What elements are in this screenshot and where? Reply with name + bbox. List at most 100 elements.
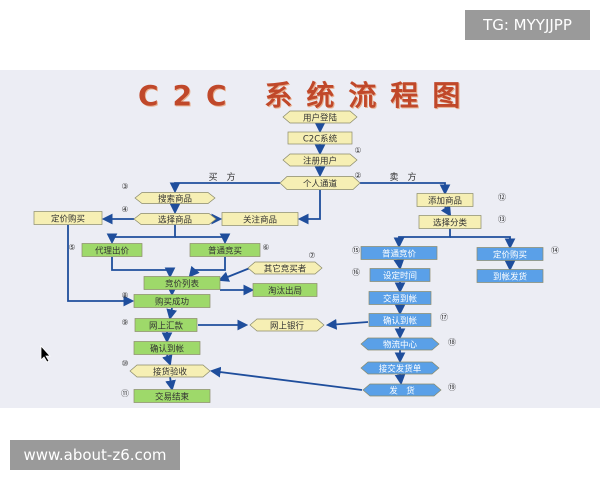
flow-arrow — [450, 236, 516, 250]
flow-arrow — [394, 373, 406, 386]
flow-arrow — [297, 190, 321, 225]
flow-arrow — [325, 318, 369, 330]
diagram-title: C2C 系统流程图 — [138, 79, 475, 112]
flow-arrow — [111, 257, 176, 279]
node-proxy-bid: 代理出价 — [81, 243, 143, 257]
flow-arrow — [393, 258, 405, 271]
node-label: 确认到帐 — [150, 343, 185, 354]
step-marker: ⑭ — [551, 246, 559, 255]
node-label: 关注商品 — [243, 214, 277, 225]
flow-arrow — [162, 354, 173, 367]
step-marker: ⑲ — [448, 383, 456, 392]
node-fixed-buy-left: 定价购买 — [33, 211, 103, 225]
node-fixed-buy-right: 定价购买 — [476, 247, 544, 261]
step-marker: ③ — [121, 182, 128, 191]
flow-arrow — [360, 182, 451, 196]
step-marker: ⑦ — [308, 251, 315, 260]
flow-arrow — [393, 229, 451, 249]
step-marker: ⑱ — [448, 338, 456, 347]
node-label: 网上银行 — [270, 320, 305, 331]
node-label: 其它竞买者 — [264, 263, 307, 274]
tg-watermark: TG: MYYJJPP — [465, 10, 590, 40]
node-label: 到帐发货 — [493, 271, 528, 282]
node-confirm-arrival: 确认到帐 — [368, 313, 432, 327]
node-label: 交易结束 — [155, 391, 190, 402]
step-marker: ① — [354, 146, 361, 155]
flow-arrow — [67, 225, 135, 307]
step-marker: ② — [354, 171, 361, 180]
node-logistics: 物流中心 — [360, 337, 440, 351]
mouse-cursor-icon — [40, 345, 51, 363]
step-marker: ⑧ — [121, 291, 128, 300]
flow-arrow — [440, 204, 452, 217]
node-label: 选择分类 — [433, 217, 468, 228]
node-label: 选择商品 — [158, 214, 192, 225]
node-search: 搜索商品 — [134, 192, 216, 204]
node-label: 定价购买 — [493, 249, 527, 260]
step-marker: ⑩ — [121, 359, 128, 368]
flow-arrow — [188, 257, 226, 278]
node-online-bank: 网上银行 — [249, 318, 325, 332]
node-label: 注册用户 — [303, 155, 337, 166]
flow-arrow — [166, 307, 177, 321]
step-marker: ⑬ — [498, 215, 506, 224]
node-deal-end: 交易结束 — [133, 389, 211, 403]
step-marker: ④ — [121, 205, 128, 214]
node-label: 淘汰出局 — [268, 285, 302, 296]
step-marker: ⑪ — [121, 389, 129, 398]
node-deliver-goods: 接交发货单 — [360, 361, 440, 375]
node-label: 购买成功 — [155, 296, 189, 307]
node-label: 普通竞价 — [382, 248, 417, 259]
node-online-remit: 网上汇款 — [134, 318, 198, 332]
node-label: 搜索商品 — [158, 193, 192, 204]
node-choose: 选择商品 — [133, 213, 217, 225]
node-label: 交易到帐 — [383, 293, 418, 304]
flow-arrow — [217, 267, 251, 282]
node-label: 发 货 — [389, 385, 415, 396]
diagram-background — [0, 70, 600, 408]
step-marker: ⑫ — [498, 193, 506, 202]
step-marker: ⑰ — [440, 313, 448, 322]
node-normal-bid: 普通竞买 — [189, 243, 261, 257]
step-marker: ⑥ — [262, 243, 269, 252]
node-label: 物流中心 — [383, 339, 418, 350]
node-label: 定价购买 — [51, 213, 85, 224]
flow-arrows — [67, 122, 516, 392]
node-other-bidders: 其它竞买者 — [247, 261, 323, 275]
node-set-time: 设定时间 — [369, 268, 431, 282]
flow-arrow — [169, 182, 280, 194]
node-buy-success: 购买成功 — [133, 294, 211, 308]
node-login: 用户登陆 — [282, 110, 358, 124]
node-ship-right: 到帐发货 — [476, 269, 544, 283]
node-choose-category: 选择分类 — [418, 215, 482, 229]
node-label: 用户登陆 — [303, 112, 338, 123]
node-label: 网上汇款 — [149, 320, 184, 331]
flow-arrow — [106, 225, 176, 245]
node-label: 接交发货单 — [379, 363, 422, 374]
node-personal: 个人通道 — [279, 176, 361, 190]
step-marker: ⑨ — [121, 318, 128, 327]
node-eliminated: 淘汰出局 — [252, 283, 318, 297]
node-label: 个人通道 — [303, 178, 338, 189]
node-label: 设定时间 — [383, 270, 417, 281]
node-label: 确认到帐 — [383, 315, 418, 326]
seller-label: 卖 方 — [389, 171, 416, 183]
node-follow: 关注商品 — [221, 212, 299, 226]
node-add-goods: 添加商品 — [416, 193, 474, 207]
node-bid-list: 竞价列表 — [143, 276, 221, 290]
node-ship: 发 货 — [362, 383, 442, 397]
url-watermark: www.about-z6.com — [10, 440, 180, 470]
node-label: 普通竞买 — [208, 245, 242, 256]
buyer-label: 买 方 — [208, 171, 235, 183]
node-deal-done: 交易到帐 — [368, 291, 432, 305]
flow-arrow — [165, 376, 176, 392]
node-label: 代理出价 — [95, 245, 130, 256]
step-marker: ⑤ — [68, 243, 75, 252]
node-label: 接货验收 — [153, 366, 188, 377]
step-marker: ⑮ — [352, 246, 360, 255]
node-register: 注册用户 — [282, 153, 358, 167]
node-label: 竞价列表 — [165, 278, 200, 289]
node-normal-auction: 普通竞价 — [360, 246, 438, 260]
